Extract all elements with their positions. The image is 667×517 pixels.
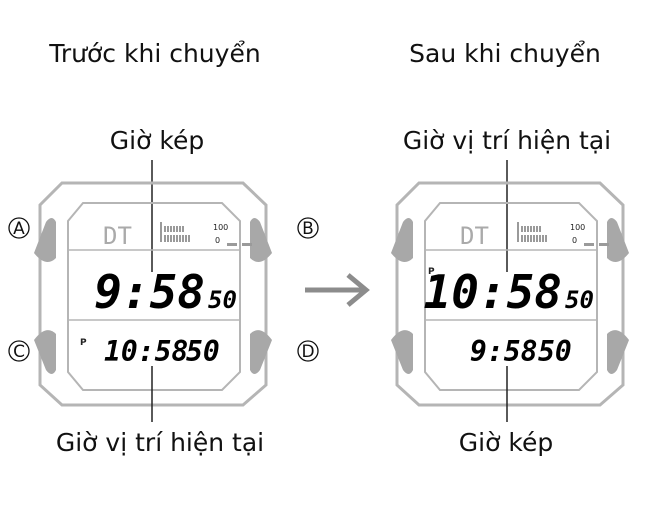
button-b [297, 217, 319, 239]
pm-indicator: P [80, 338, 87, 348]
before-bottom-label: Giờ vị trí hiện tại [56, 428, 264, 457]
after-bottom-label: Giờ kép [459, 428, 553, 457]
arrow-right-icon [305, 273, 370, 307]
mode-indicator: DT [460, 222, 489, 250]
sub-time: 9:58 [470, 335, 537, 368]
main-seconds: 50 [208, 286, 237, 314]
button-a [8, 217, 30, 239]
main-time: 9:58 [94, 265, 205, 319]
after-heading: Sau khi chuyển [409, 39, 601, 68]
before-top-label: Giờ kép [110, 126, 204, 155]
button-d [297, 340, 319, 362]
after-top-label: Giờ vị trí hiện tại [403, 126, 611, 155]
sub-seconds: 50 [186, 335, 220, 368]
before-heading: Trước khi chuyển [48, 39, 260, 68]
scale-top: 100 [213, 223, 228, 232]
button-b-label: B [302, 219, 314, 239]
button-a-label: A [13, 219, 25, 239]
sub-seconds: 50 [538, 335, 572, 368]
pm-indicator: P [428, 267, 435, 277]
sub-time: 10:58 [104, 335, 188, 368]
button-d-label: D [301, 342, 314, 362]
button-c [8, 340, 30, 362]
button-c-label: C [13, 342, 25, 362]
scale-bottom: 0 [215, 236, 220, 245]
scale-bottom: 0 [572, 236, 577, 245]
main-seconds: 50 [565, 286, 594, 314]
main-time: 10:58 [424, 265, 562, 319]
mode-indicator: DT [103, 222, 132, 250]
scale-top: 100 [570, 223, 585, 232]
